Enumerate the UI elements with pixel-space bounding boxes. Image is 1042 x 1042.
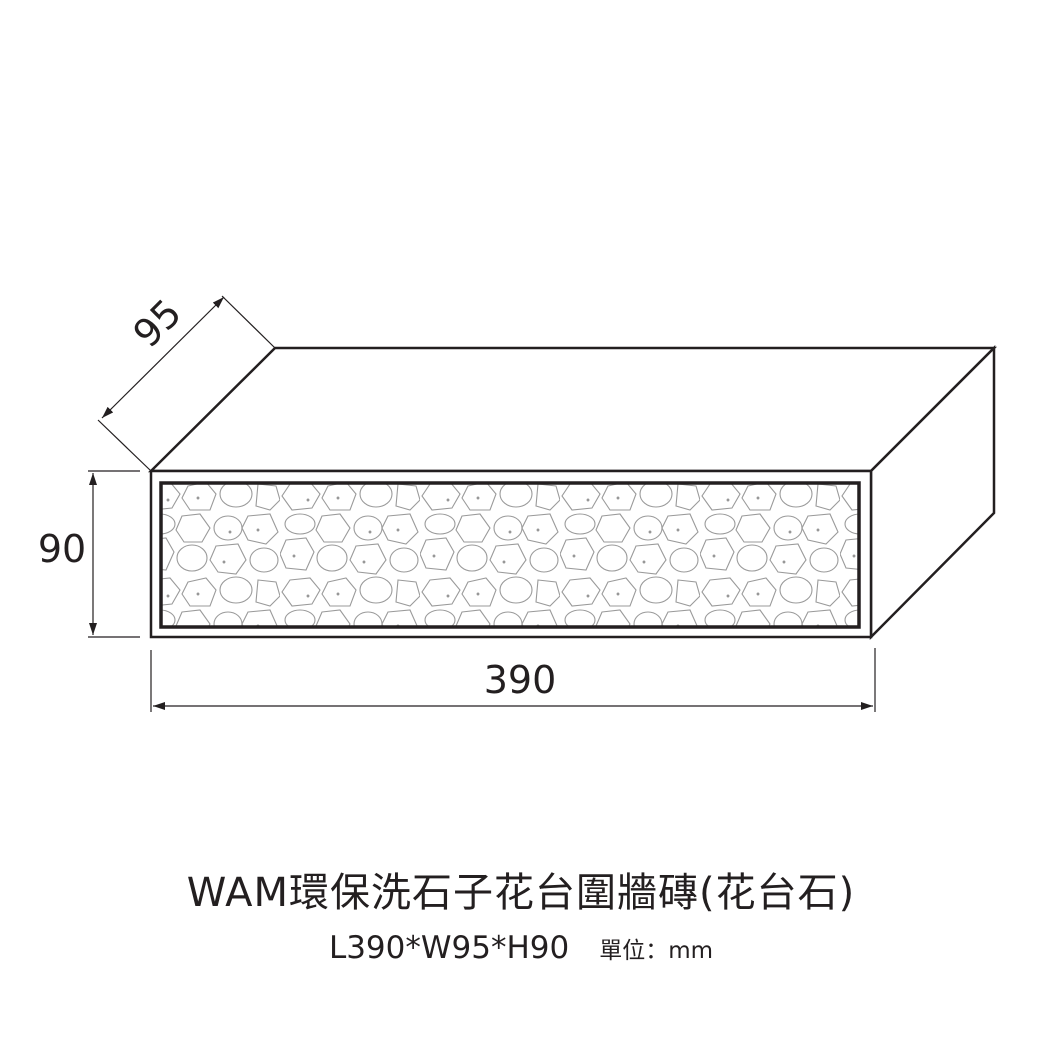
- unit-label: 單位：mm: [599, 938, 714, 964]
- washed-stone-texture: [159, 481, 861, 629]
- dimension-lines: [88, 295, 876, 712]
- length-label: 390: [484, 658, 557, 702]
- height-label: 90: [38, 527, 86, 571]
- product-title: WAM環保洗石子花台圍牆磚(花台石): [186, 870, 856, 916]
- spec-line: L390*W95*H90 單位：mm: [0, 930, 1042, 966]
- size-spec: L390*W95*H90: [328, 930, 570, 966]
- width-dimension-arrow: [101, 296, 225, 419]
- width-label: 95: [125, 291, 190, 356]
- brick: [147, 344, 998, 641]
- top-face: [147, 346, 998, 473]
